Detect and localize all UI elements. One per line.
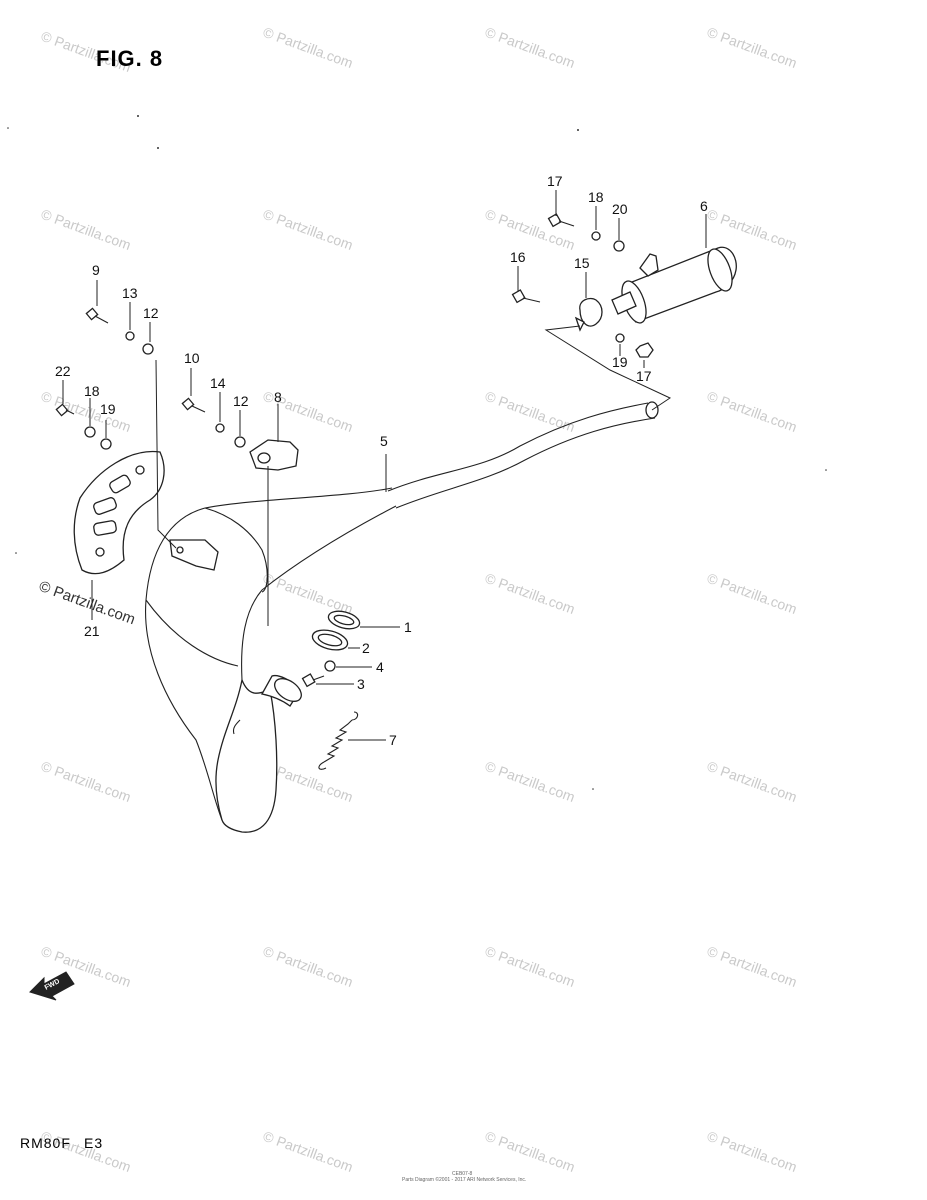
nut-12 (215, 423, 225, 433)
watermark: © Partzilla.com (483, 206, 577, 253)
bolt-20 (55, 403, 75, 417)
bolt-3 (301, 673, 325, 688)
watermark: © Partzilla.com (705, 758, 799, 805)
callout-8: 8 (274, 389, 282, 405)
callout-7: 7 (389, 732, 397, 748)
callout-5: 5 (380, 433, 388, 449)
heat-guard (73, 450, 165, 575)
watermark: © Partzilla.com (261, 943, 355, 990)
scan-specks (7, 115, 827, 790)
callout-19: 21 (84, 623, 100, 639)
watermark: © Partzilla.com (705, 570, 799, 617)
watermark: © Partzilla.com (261, 206, 355, 253)
watermark: © Partzilla.com (705, 388, 799, 435)
model-code: RM80F (20, 1135, 71, 1151)
callout-13: 15 (574, 255, 590, 271)
nut-15 (635, 342, 654, 358)
callout-12: 13 (122, 285, 138, 301)
watermark: © Partzilla.com (483, 388, 577, 435)
callout-1: 1 (404, 619, 412, 635)
callout-21: 18 (84, 383, 100, 399)
figure-title: FIG. 8 (96, 46, 163, 71)
watermark: © Partzilla.com (39, 758, 133, 805)
callout-9: 9 (92, 262, 100, 278)
bolt-9 (85, 307, 109, 324)
watermark: © Partzilla.com (483, 1128, 577, 1175)
callout-18: 20 (612, 201, 628, 217)
watermark-layer: © Partzilla.com © Partzilla.com © Partzi… (37, 24, 799, 1175)
callout-11: 12 (233, 393, 249, 409)
watermark-prominent: © Partzilla.com (37, 578, 138, 629)
callout-22: 19 (100, 401, 116, 417)
callout-3: 3 (357, 676, 365, 692)
forward-arrow-icon: FWD (29, 971, 75, 1001)
clamp-13 (574, 297, 603, 332)
washer-4 (324, 660, 336, 672)
callout-15: 17 (636, 368, 652, 384)
nut-12 (125, 331, 135, 341)
mounting-bracket (249, 439, 299, 471)
watermark: © Partzilla.com (483, 570, 577, 617)
watermark: © Partzilla.com (705, 1128, 799, 1175)
nut-22 (100, 438, 112, 450)
callout-17: 18 (588, 189, 604, 205)
bolt-10 (181, 397, 206, 413)
callout-12: 14 (210, 375, 226, 391)
watermark: © Partzilla.com (261, 570, 355, 617)
callout-14: 16 (510, 249, 526, 265)
spring-7 (318, 711, 359, 770)
watermark: © Partzilla.com (705, 206, 799, 253)
washer-21 (84, 426, 96, 438)
region-code: E3 (84, 1135, 103, 1151)
watermark: © Partzilla.com (261, 1128, 355, 1175)
watermark: © Partzilla.com (483, 943, 577, 990)
callout-4: 4 (376, 659, 384, 675)
washer-11 (234, 436, 246, 448)
callout-11: 12 (143, 305, 159, 321)
fine-print-copyright: Parts Diagram ©2001 - 2017 ARI Network S… (402, 1176, 526, 1183)
silencer (611, 246, 737, 324)
watermark: © Partzilla.com (483, 24, 577, 71)
callout-6: 6 (700, 198, 708, 214)
nut-17 (591, 231, 601, 241)
watermark: © Partzilla.com (483, 758, 577, 805)
bolt-14 (511, 289, 541, 304)
callout-16: 17 (547, 173, 563, 189)
watermark: © Partzilla.com (705, 24, 799, 71)
exhaust-chamber (144, 401, 659, 833)
watermark: © Partzilla.com (39, 206, 133, 253)
bolt-16 (547, 213, 575, 228)
washer-11 (142, 343, 154, 355)
callout-2: 2 (362, 640, 370, 656)
watermark: © Partzilla.com (261, 24, 355, 71)
watermark: © Partzilla.com (705, 943, 799, 990)
callout-20: 22 (55, 363, 71, 379)
callout-10: 10 (184, 350, 200, 366)
fine-print-code: CEB07-8 (452, 1171, 473, 1177)
washer-18 (613, 240, 625, 252)
nut-17 (615, 333, 625, 343)
callout-17: 19 (612, 354, 628, 370)
